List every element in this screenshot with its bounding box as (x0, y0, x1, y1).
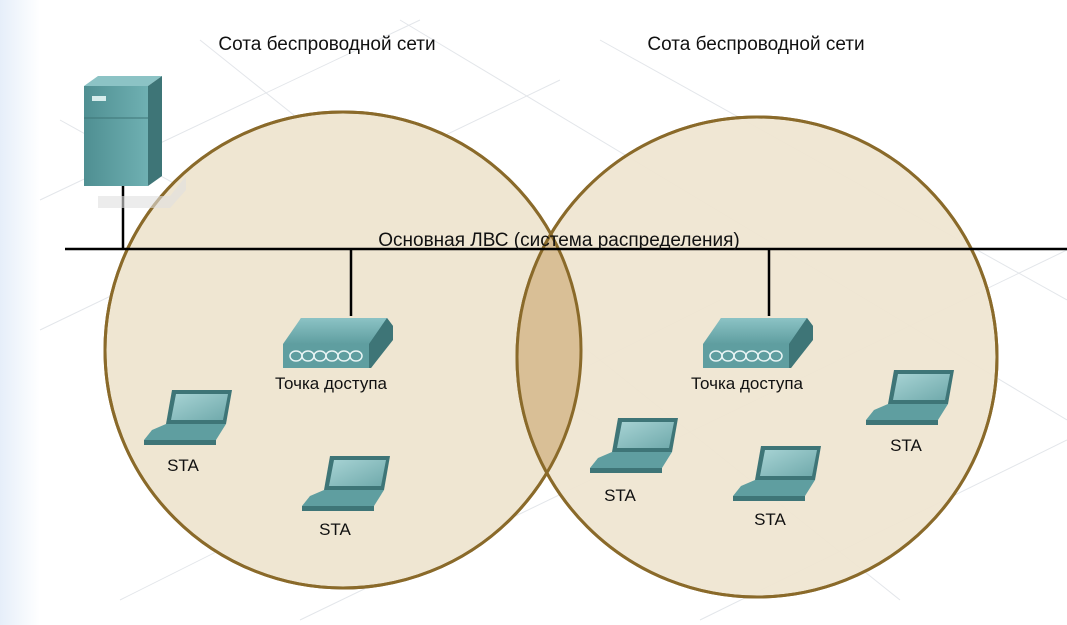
access-point-icon (283, 318, 393, 368)
laptop-icon (302, 456, 390, 511)
laptop-icon (866, 370, 954, 425)
server-icon (84, 76, 186, 208)
station-label-2: STA (319, 520, 351, 539)
wireless-cell-left-border (103, 110, 583, 590)
backbone-label: Основная ЛВС (система распределения) (378, 230, 740, 251)
station-label-4: STA (754, 510, 786, 529)
access-point-label-left: Точка доступа (275, 374, 388, 393)
station-label-5: STA (890, 436, 922, 455)
station-label-1: STA (167, 456, 199, 475)
access-point-icon (703, 318, 813, 368)
laptop-icon (590, 418, 678, 473)
wireless-cell-right-border (515, 115, 999, 599)
access-point-label-right: Точка доступа (691, 374, 804, 393)
cell-title-right: Сота беспроводной сети (647, 34, 864, 55)
laptop-icon (733, 446, 821, 501)
laptop-icon (144, 390, 232, 445)
station-label-3: STA (604, 486, 636, 505)
cell-title-left: Сота беспроводной сети (218, 34, 435, 55)
